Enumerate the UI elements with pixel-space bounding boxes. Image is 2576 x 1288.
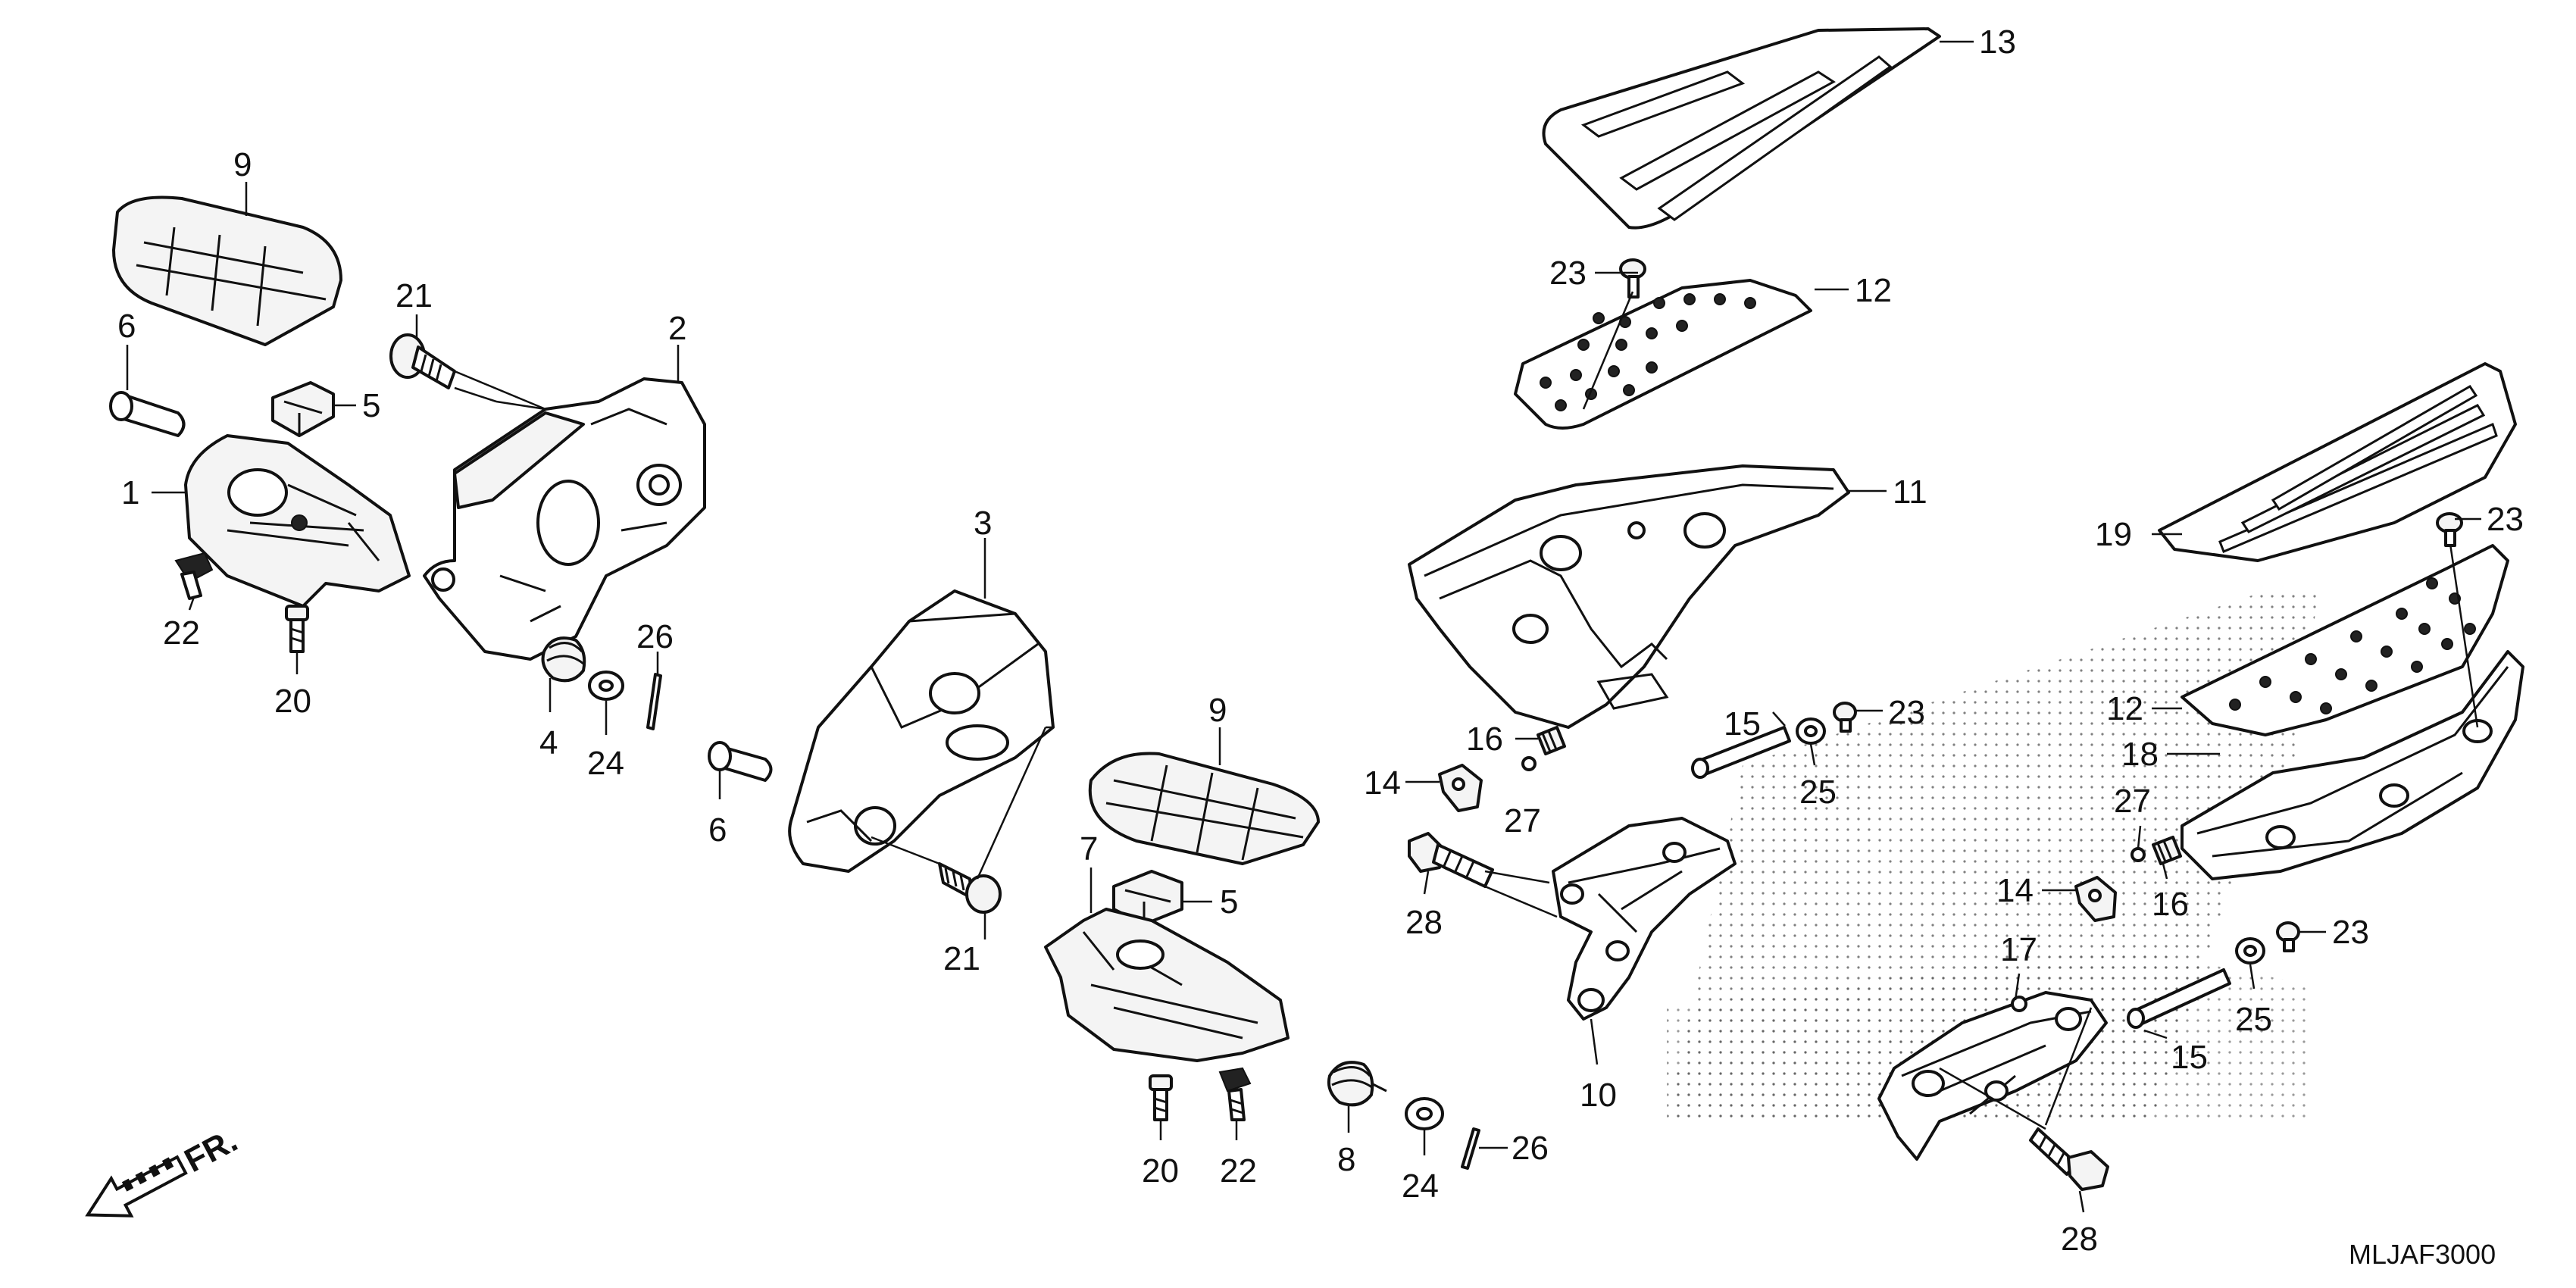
part-19-step-plate-right [2158,362,2517,562]
callout-6-lower: 6 [708,811,727,849]
callout-24-mid: 24 [1402,1168,1439,1205]
part-11-holder-upper [1408,464,1850,729]
callout-22-upper: 22 [163,614,200,652]
callout-18: 18 [2121,736,2159,773]
part-24-washer-mid [1405,1097,1444,1130]
part-1-footpeg-left [184,434,411,608]
part-5-clip-upper [271,381,335,437]
part-17-bracket [1877,991,2108,1161]
diagram-code: MLJAF3000 [2349,1239,2496,1270]
part-15-pin-upper [1691,726,1791,779]
part-5-clip-lower [1112,870,1183,926]
callout-5-lower: 5 [1220,883,1238,921]
part-25-washer-lower [2235,937,2265,964]
part-10-bracket [1552,817,1737,1021]
callout-22-lower: 22 [1220,1152,1257,1190]
part-16-spring-upper [1537,726,1566,755]
callout-11: 11 [1893,474,1927,511]
part-16-spring-lower [2152,836,2182,865]
callout-23-top: 23 [1549,255,1587,292]
callout-23-lower: 23 [2332,914,2369,951]
part-22-bolt-left [174,552,214,600]
callout-20-lower: 20 [1142,1152,1179,1190]
callout-12-upper: 12 [1855,272,1892,309]
callout-6-upper: 6 [117,308,136,345]
callout-4: 4 [539,724,558,761]
callout-5-upper: 5 [362,387,380,424]
callout-26-left: 26 [636,618,674,655]
callout-14-upper: 14 [1364,764,1401,802]
part-28-bolt-lower [2029,1127,2109,1191]
part-7-footpeg-right [1044,908,1290,1062]
callout-8: 8 [1337,1141,1355,1178]
callout-28-lower: 28 [2061,1221,2098,1258]
callout-25-lower: 25 [2235,1001,2272,1038]
callout-21-lower: 21 [943,940,980,977]
part-27-ball-lower [2131,847,2146,862]
callout-19: 19 [2095,516,2132,553]
part-27-ball-upper [1521,756,1537,771]
part-15-pin-lower [2127,968,2231,1029]
part-14-plate-lower [2074,876,2117,922]
callout-13: 13 [1979,23,2016,61]
part-23-screw-top [1619,258,1646,299]
part-9-footpeg-rubber-lower [1088,752,1320,865]
part-14-plate-upper [1438,764,1483,812]
part-6-pin-upper [109,391,186,437]
callout-23-mid: 23 [1888,694,1925,731]
callout-16-upper: 16 [1466,721,1503,758]
callout-9-upper: 9 [233,146,252,183]
part-6-pin-lower [708,741,773,782]
part-9-footpeg-rubber-upper [112,195,342,346]
callout-24-left: 24 [587,745,624,782]
callout-1: 1 [121,474,139,511]
part-3-bracket-cover [788,589,1055,873]
callout-7: 7 [1080,830,1098,868]
callout-15-lower: 15 [2171,1039,2208,1076]
callout-12-lower: 12 [2106,690,2143,727]
callout-14-lower: 14 [1996,872,2034,909]
leader-lines [126,40,2481,1213]
callout-20-upper: 20 [274,683,311,720]
part-2-bracket [423,377,706,661]
part-21-bolt-lower [938,862,1002,914]
callout-28-upper: 28 [1405,904,1443,941]
callout-23-right: 23 [2487,501,2524,538]
part-4-spring [541,636,586,683]
part-8-spring [1327,1061,1387,1107]
part-25-washer-upper [1796,717,1826,745]
callout-25-upper: 25 [1799,774,1837,811]
front-marker-label: FR. [179,1121,244,1180]
callout-2: 2 [668,310,686,347]
callout-26-mid: 26 [1512,1130,1549,1167]
callout-21-upper: 21 [395,277,433,314]
callout-9-lower: 9 [1208,692,1227,729]
callout-16-lower: 16 [2152,886,2189,923]
front-direction-arrow: FR. [85,1121,244,1218]
callout-27-upper: 27 [1504,802,1541,839]
part-20-bolt-left [285,605,309,653]
part-20-bolt-lower [1149,1074,1173,1121]
part-28-bolt-upper [1408,832,1494,888]
part-12-lower-plate [2181,544,2509,736]
part-21-bolt-upper [389,333,456,389]
callout-27-lower: 27 [2114,783,2151,820]
part-26-cotter-pin-left [646,673,662,730]
front-arrow-icon [85,1155,188,1218]
part-23-screw-mid [1833,702,1857,733]
callout-15-upper: 15 [1724,705,1761,742]
callout-3: 3 [974,505,992,542]
callout-17: 17 [2000,931,2037,968]
part-12-upper-plate [1514,279,1812,430]
part-23-screw-lower [2276,921,2300,952]
part-26-cotter-pin-mid [1461,1127,1480,1170]
part-13-top-plate [1542,27,1941,230]
callout-10: 10 [1580,1077,1617,1114]
part-22-bolt-lower [1218,1067,1252,1121]
part-18-holder-lower [2181,650,2524,880]
part-24-washer-left [588,671,624,701]
callout-labels: 13 12 23 11 19 23 12 18 23 16 14 27 15 2… [117,23,2524,1258]
